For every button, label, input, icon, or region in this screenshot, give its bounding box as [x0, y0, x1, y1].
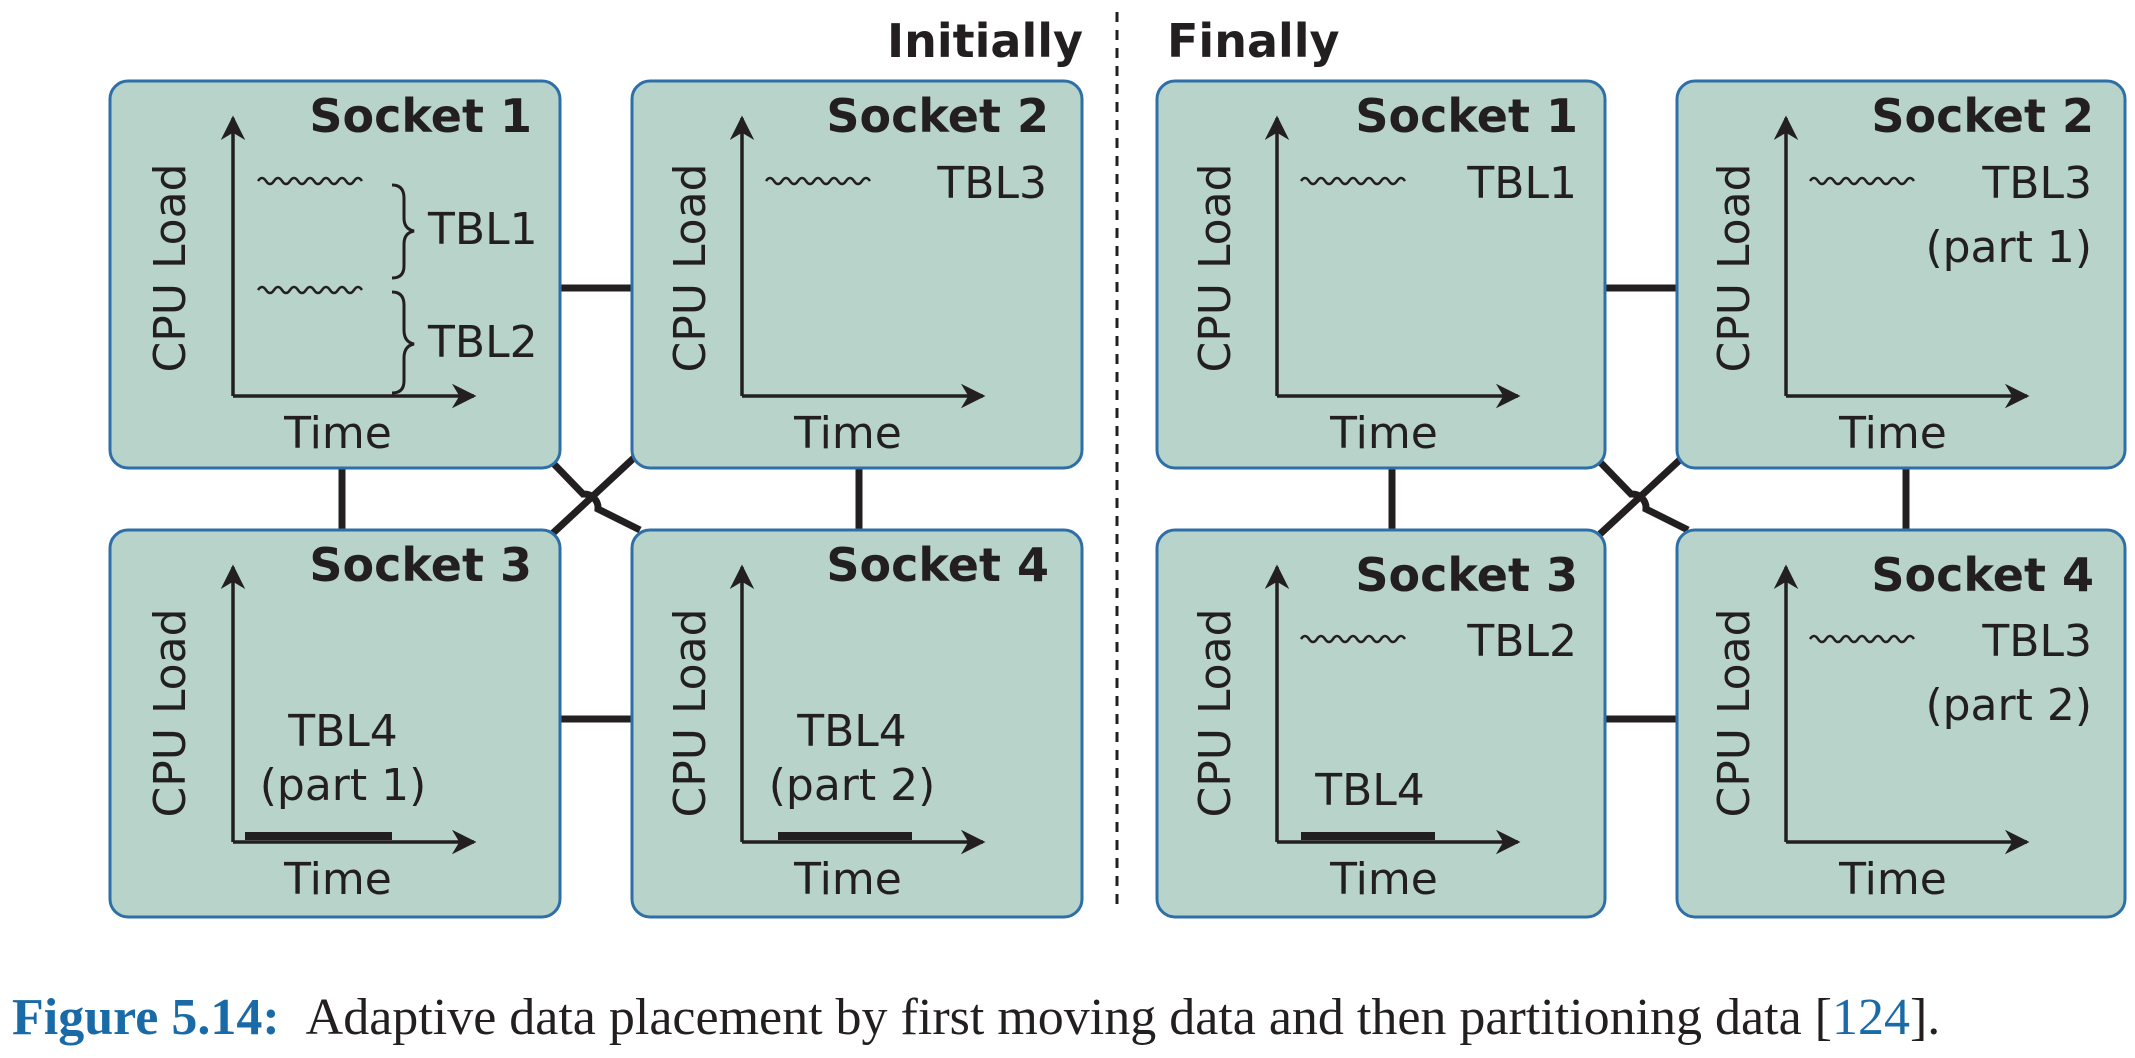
socket-box: [630, 528, 1084, 919]
tbl-label: TBL4: [1314, 765, 1425, 816]
socket-title: Socket 4: [826, 538, 1049, 592]
y-axis-label: CPU Load: [1709, 609, 1760, 818]
socket-title: Socket 1: [309, 89, 532, 143]
x-axis-label: Time: [283, 854, 392, 905]
tbl-label: TBL1: [427, 204, 538, 255]
socket-title: Socket 2: [826, 89, 1049, 143]
tbl-label: TBL3: [936, 158, 1047, 209]
tbl-label: TBL3: [1981, 158, 2092, 209]
tbl-label: TBL1: [1466, 158, 1577, 209]
final-socket-3: Socket 3 CPU Load Time TBL2 TBL4: [1155, 528, 1607, 919]
caption-citation[interactable]: 124: [1831, 989, 1910, 1046]
tbl-label-part: (part 1): [1925, 222, 2092, 273]
final-socket-2: Socket 2 CPU Load Time TBL3 (part 1): [1675, 79, 2127, 470]
load-line-tbl3: [764, 176, 872, 186]
initial-socket-4: Socket 4 CPU Load Time TBL4 (part 2): [630, 528, 1084, 919]
link-s2-s3: [1597, 453, 1687, 537]
y-axis-label: CPU Load: [145, 164, 196, 373]
tbl-label-part: (part 1): [260, 760, 427, 811]
socket-title: Socket 2: [1871, 89, 2094, 143]
load-line-tbl1: [1299, 176, 1407, 186]
initial-panel: Socket 1 CPU Load Time TBL1 TBL2 Socket …: [108, 79, 1084, 919]
tbl-label: TBL3: [1981, 616, 2092, 667]
tbl-label: TBL2: [427, 317, 538, 368]
initial-socket-1: Socket 1 CPU Load Time TBL1 TBL2: [108, 79, 562, 470]
tbl-label: TBL4: [287, 706, 398, 757]
socket-box: [1155, 79, 1607, 470]
link-s2-s3: [549, 453, 639, 537]
tbl-label: TBL2: [1466, 616, 1577, 667]
y-axis-label: CPU Load: [1190, 164, 1241, 373]
brace-tbl2: [391, 290, 415, 395]
initial-socket-2: Socket 2 CPU Load Time TBL3: [630, 79, 1084, 470]
load-line-tbl2: [1299, 634, 1407, 644]
caption-end: ].: [1909, 989, 1941, 1046]
tbl-label: TBL4: [796, 706, 907, 757]
tbl-label-part: (part 2): [769, 760, 936, 811]
socket-box: [108, 528, 562, 919]
socket-title: Socket 3: [309, 538, 532, 592]
final-socket-1: Socket 1 CPU Load Time TBL1: [1155, 79, 1607, 470]
socket-box: [108, 79, 562, 470]
socket-title: Socket 1: [1355, 89, 1578, 143]
tbl-label-part: (part 2): [1925, 680, 2092, 731]
brace-tbl1: [391, 183, 415, 280]
panel-title-finally: Finally: [1167, 14, 1340, 68]
load-line-tbl3-part1: [1808, 176, 1916, 186]
y-axis-label: CPU Load: [665, 164, 716, 373]
y-axis-label: CPU Load: [145, 609, 196, 818]
caption-label: Figure 5.14:: [12, 989, 280, 1046]
socket-title: Socket 3: [1355, 548, 1578, 602]
figure-caption: Figure 5.14: Adaptive data placement by …: [12, 988, 2122, 1047]
x-axis-label: Time: [1329, 854, 1438, 905]
y-axis-label: CPU Load: [1190, 609, 1241, 818]
load-line-tbl1: [256, 176, 364, 186]
socket-box: [1675, 528, 2127, 919]
load-line-tbl3-part2: [1808, 634, 1916, 644]
socket-box: [1675, 79, 2127, 470]
socket-box: [1155, 528, 1607, 919]
x-axis-label: Time: [283, 408, 392, 459]
y-axis-label: CPU Load: [665, 609, 716, 818]
x-axis-label: Time: [793, 854, 902, 905]
panel-title-initially: Initially: [887, 14, 1083, 68]
y-axis-label: CPU Load: [1709, 164, 1760, 373]
socket-title: Socket 4: [1871, 548, 2094, 602]
load-line-tbl2: [256, 285, 364, 295]
initial-socket-3: Socket 3 CPU Load Time TBL4 (part 1): [108, 528, 562, 919]
x-axis-label: Time: [793, 408, 902, 459]
socket-box: [630, 79, 1084, 470]
caption-text: Adaptive data placement by first moving …: [305, 989, 1832, 1046]
final-socket-4: Socket 4 CPU Load Time TBL3 (part 2): [1675, 528, 2127, 919]
x-axis-label: Time: [1329, 408, 1438, 459]
x-axis-label: Time: [1838, 408, 1947, 459]
x-axis-label: Time: [1838, 854, 1947, 905]
final-panel: Socket 1 CPU Load Time TBL1 Socket 2 CPU…: [1155, 79, 2127, 919]
